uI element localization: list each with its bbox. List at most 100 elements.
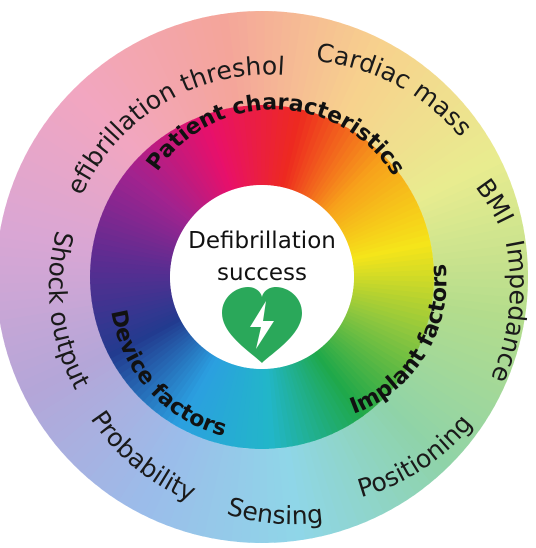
inner-ring-segment [315,349,369,417]
outer-ring-segment [54,384,133,453]
outer-ring-segment [0,296,93,321]
outer-ring-segment [402,122,487,185]
outer-ring-segment [378,397,452,473]
outer-ring-segment [43,374,126,439]
inner-ring-segment [301,357,344,433]
inner-ring-segment [180,121,223,197]
inner-ring-segment [133,338,197,398]
outer-ring-segment [328,432,377,523]
inner-ring-segment [118,327,188,380]
inner-ring-segment [112,322,185,370]
outer-ring [0,10,528,543]
inner-ring-segment [129,335,195,393]
outer-ring-segment [427,206,522,240]
inner-ring-segment [344,200,420,241]
outer-ring-segment [48,108,130,175]
inner-ring-segment [307,354,355,427]
outer-ring-segment [79,401,151,479]
outer-ring-segment [333,35,385,125]
inner-ring-segment [307,127,355,200]
inner-ring-segment [304,124,350,198]
inner-ring-segment [146,344,204,410]
outer-ring-segment [0,290,92,312]
inner-ring-segment [125,333,192,389]
inner-ring-segment [345,205,422,244]
inner-ring-segment [115,179,187,229]
outer-ring-segment [391,384,470,453]
inner-ring-segment [277,366,299,447]
inner-ring-segment [159,351,212,421]
outer-ring-segment [209,13,237,109]
outer-ring-segment [2,314,97,348]
outer-ring-segment [66,87,142,161]
outer-ring-segment [147,31,196,122]
inner-ring-segment [90,285,171,303]
inner-ring-segment [336,327,406,380]
inner-ring-segment [270,368,288,449]
outer-ring-segment [107,417,170,502]
outer-ring-segment [24,146,113,200]
inner-ring-segment [342,316,418,359]
outer-ring-segment [398,115,481,180]
outer-ring-segment [139,429,191,519]
inner-ring-segment [141,342,201,406]
inner-ring-segment [298,359,339,435]
inner-ring-segment [274,367,294,448]
outer-ring-segment [369,69,438,148]
outer-ring-segment [369,406,438,485]
outer-ring-segment [359,58,424,141]
outer-ring-segment [293,444,324,539]
outer-ring-segment [305,441,342,535]
inner-ring-segment [219,108,244,188]
inner-ring-segment [353,251,434,269]
inner-ring-segment [109,319,183,365]
outer-ring-segment [417,162,508,211]
outer-ring-segment [0,308,95,339]
outer-ring-segment [275,447,297,543]
inner-ring-segment [289,363,322,441]
outer-ring-segment [48,379,130,446]
outer-ring-segment [328,31,377,122]
outer-ring-segment [43,115,126,180]
inner-ring-segment [334,170,402,224]
outer-ring-segment [79,75,151,153]
outer-ring-segment [93,63,160,145]
outer-ring-segment [411,146,500,200]
inner-ring-segment [348,217,426,250]
outer-ring-segment [394,379,476,446]
outer-ring-segment [422,179,515,223]
outer-ring-segment [386,388,464,460]
inner-ring-segment [280,366,305,446]
outer-ring-segment [432,242,528,264]
center-title-line1: Defibrillation [188,228,336,254]
inner-ring-segment [320,344,378,410]
inner-ring-segment [341,319,415,365]
outer-ring-segment [60,388,138,460]
outer-ring-segment [147,432,196,523]
outer-ring-segment [429,215,524,246]
inner-ring-segment [286,364,317,443]
inner-ring-segment [332,333,399,389]
outer-ring-segment [405,364,491,424]
outer-ring-segment [382,87,458,161]
outer-ring-segment [322,434,368,526]
outer-ring-segment [431,233,527,258]
outer-ring-segment [419,171,511,217]
inner-ring-segment [213,109,241,189]
outer-ring-segment [33,130,119,190]
outer-ring-segment [100,413,165,496]
inner-ring-segment [155,349,209,417]
outer-ring-segment [426,197,520,234]
inner-ring-segment [347,211,425,247]
outer-ring-segment [218,12,243,108]
outer-ring-segment [344,423,401,511]
inner-ring-segment [323,342,383,406]
outer-ring-segment [131,426,185,515]
inner-ring-segment [350,228,430,256]
inner-ring-segment [185,119,226,195]
inner-ring-segment [174,124,220,198]
center-title-line2: success [217,260,307,286]
outer-ring-segment [227,11,249,107]
inner-ring-segment [310,130,360,202]
inner-ring-segment [230,106,250,187]
